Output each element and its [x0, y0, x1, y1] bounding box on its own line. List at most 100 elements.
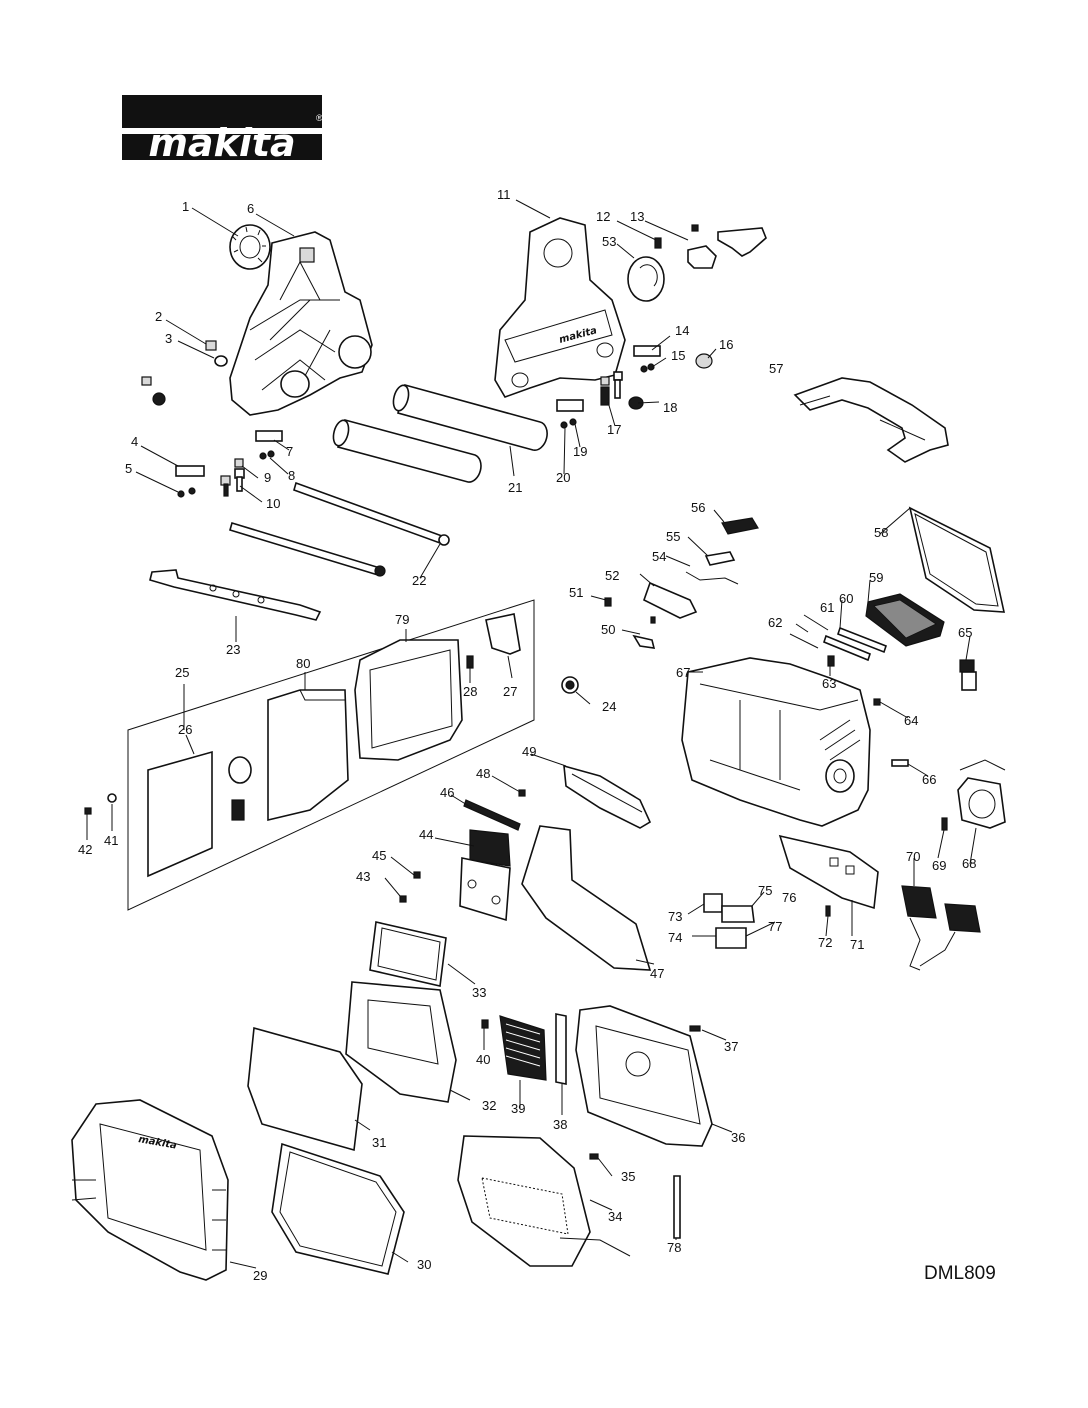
part-69-screw [941, 817, 948, 831]
callout-69: 69 [932, 858, 946, 873]
part-23-bracket-plate [149, 569, 322, 621]
callout-71: 71 [850, 937, 864, 952]
parts-64-66-screws [873, 698, 909, 767]
part-31-lens-panel [247, 1026, 363, 1152]
callout-68: 68 [962, 856, 976, 871]
parts-60-63-small-parts [789, 626, 887, 667]
callout-59: 59 [869, 570, 883, 585]
part-30-diffuser [271, 1142, 405, 1275]
callout-14: 14 [675, 323, 689, 338]
callout-67: 67 [676, 665, 690, 680]
part-58-lens-gasket [908, 506, 1006, 613]
part-80-enclosure [267, 689, 349, 822]
callout-3: 3 [165, 331, 172, 346]
part-65-bracket [959, 659, 977, 691]
callout-6: 6 [247, 201, 254, 216]
callout-10: 10 [266, 496, 280, 511]
callout-19: 19 [573, 444, 587, 459]
callout-31: 31 [372, 1135, 386, 1150]
callout-44: 44 [419, 827, 433, 842]
callout-53: 53 [602, 234, 616, 249]
callout-36: 36 [731, 1130, 745, 1145]
model-number: DML809 [924, 1263, 996, 1284]
callout-8: 8 [288, 468, 295, 483]
callout-66: 66 [922, 772, 936, 787]
part-70-led-modules [901, 885, 981, 971]
callout-72: 72 [818, 935, 832, 950]
callout-58: 58 [874, 525, 888, 540]
callout-35: 35 [621, 1169, 635, 1184]
callout-18: 18 [663, 400, 677, 415]
part-39-vent-grille [499, 1015, 547, 1081]
callout-1: 1 [182, 199, 189, 214]
part-33-lens [369, 921, 447, 987]
callout-62: 62 [768, 615, 782, 630]
callout-24: 24 [602, 699, 616, 714]
part-6-left-stand-side [229, 231, 373, 416]
callout-30: 30 [417, 1257, 431, 1272]
part-1-knob [229, 224, 271, 270]
part-79-cover [354, 639, 463, 761]
part-68-fan [957, 759, 1006, 829]
part-29-front-bumper: makita [71, 1099, 229, 1281]
callout-34: 34 [608, 1209, 622, 1224]
callout-78: 78 [667, 1240, 681, 1255]
part-59-filter [865, 593, 945, 647]
logo-wordmark: makita [148, 121, 295, 165]
callout-27: 27 [503, 684, 517, 699]
callout-79: 79 [395, 612, 409, 627]
callout-38: 38 [553, 1117, 567, 1132]
callout-9: 9 [264, 470, 271, 485]
part-78-strip [673, 1175, 681, 1239]
callout-2: 2 [155, 309, 162, 324]
part-24-grommet [561, 676, 579, 694]
callout-25: 25 [175, 665, 189, 680]
part-22-rods [229, 481, 450, 577]
callout-55: 55 [666, 529, 680, 544]
makita-logo: makita ® [118, 95, 326, 165]
part-35-screw [589, 1153, 599, 1160]
callout-12: 12 [596, 209, 610, 224]
part-38-seal-strip [555, 1013, 567, 1085]
callout-17: 17 [607, 422, 621, 437]
callout-20: 20 [556, 470, 570, 485]
callout-61: 61 [820, 600, 834, 615]
callout-16: 16 [719, 337, 733, 352]
callout-41: 41 [104, 833, 118, 848]
callout-39: 39 [511, 1101, 525, 1116]
callout-52: 52 [605, 568, 619, 583]
callout-64: 64 [904, 713, 918, 728]
part-36-rear-cover [575, 1005, 713, 1147]
part-49-bracket [563, 764, 652, 829]
parts-52-56-switch-assembly [604, 517, 759, 649]
callout-77: 77 [768, 919, 782, 934]
logo-registered-mark: ® [316, 113, 323, 123]
part-47-insulator-sheet [521, 825, 652, 971]
callout-40: 40 [476, 1052, 490, 1067]
part-34-speaker-cover [457, 1135, 631, 1267]
leader-lines [86, 199, 977, 1269]
callout-57: 57 [769, 361, 783, 376]
callout-11: 11 [497, 187, 511, 202]
parts-27-28-clips [466, 613, 521, 669]
part-21-tubes [332, 384, 548, 483]
callout-74: 74 [668, 930, 682, 945]
callout-33: 33 [472, 985, 486, 1000]
callout-4: 4 [131, 434, 138, 449]
callout-47: 47 [650, 966, 664, 981]
part-67-main-housing [681, 657, 871, 827]
parts-72-77-components [703, 893, 831, 949]
callout-labels: 1 2 3 4 5 6 7 8 9 10 11 12 13 14 15 16 1… [78, 187, 976, 1283]
callout-75: 75 [758, 883, 772, 898]
callout-49: 49 [522, 744, 536, 759]
part-53-knob [627, 256, 665, 302]
parts-2-3-washers [141, 340, 228, 406]
callout-56: 56 [691, 500, 705, 515]
part-44-plate [459, 829, 511, 922]
callout-5: 5 [125, 461, 132, 476]
callout-51: 51 [569, 585, 583, 600]
part-71-circuit-board [778, 834, 879, 910]
callout-7: 7 [286, 444, 293, 459]
callout-73: 73 [668, 909, 682, 924]
callout-80: 80 [296, 656, 310, 671]
